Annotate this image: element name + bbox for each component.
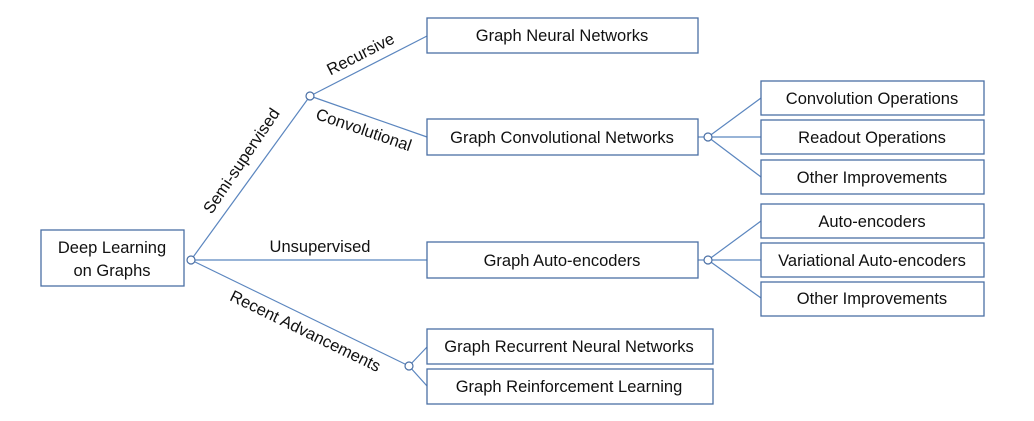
gcn-child-box-2 [760,119,985,155]
gae-child-box-1 [760,203,985,239]
gae-node-box [426,241,699,279]
gae-child-box-3 [760,281,985,317]
gcn-child-box-1 [760,80,985,116]
grl-node-label: Graph Reinforcement Learning [456,378,683,396]
grnn-node-label: Graph Recurrent Neural Networks [444,338,693,356]
root-node-line1: Deep Learning [58,239,166,257]
junction-root [186,255,196,265]
root-node-line2: on Graphs [73,262,150,280]
junction-gae [703,255,713,265]
gae-node-label: Graph Auto-encoders [484,252,641,270]
gcn-child-label-3: Other Improvements [797,169,947,187]
label-semi-supervised: Semi-supervised [200,105,284,217]
gcn-node-box [426,118,699,156]
edge-semi-convolutional [309,95,428,138]
gae-child-label-3: Other Improvements [797,290,947,308]
edge-gae-child-1 [707,220,762,261]
edge-semi-recursive [309,35,428,97]
junction-semi [305,91,315,101]
label-unsupervised: Unsupervised [270,238,371,256]
root-node-box [40,229,185,287]
edge-root-recent [190,259,410,367]
edge-gcn-child-3 [707,136,762,178]
gnn-node-box [426,17,699,54]
label-recent-advancements: Recent Advancements [227,287,383,376]
gae-child-label-2: Variational Auto-encoders [778,252,966,270]
grl-node-box [426,368,714,405]
gae-child-label-1: Auto-encoders [818,213,925,231]
gcn-child-label-2: Readout Operations [798,129,946,147]
edge-gae-child-3 [707,259,762,299]
junction-gcn [703,132,713,142]
label-convolutional: Convolutional [313,105,413,155]
edge-root-semi [190,95,311,261]
gcn-child-label-1: Convolution Operations [786,90,958,108]
junction-recent [404,361,414,371]
gnn-node-label: Graph Neural Networks [476,27,648,45]
edge-gcn-child-1 [707,97,762,138]
gcn-child-box-3 [760,159,985,195]
label-recursive: Recursive [324,30,398,79]
gae-child-box-2 [760,242,985,278]
gcn-node-label: Graph Convolutional Networks [450,129,674,147]
grnn-node-box [426,328,714,365]
